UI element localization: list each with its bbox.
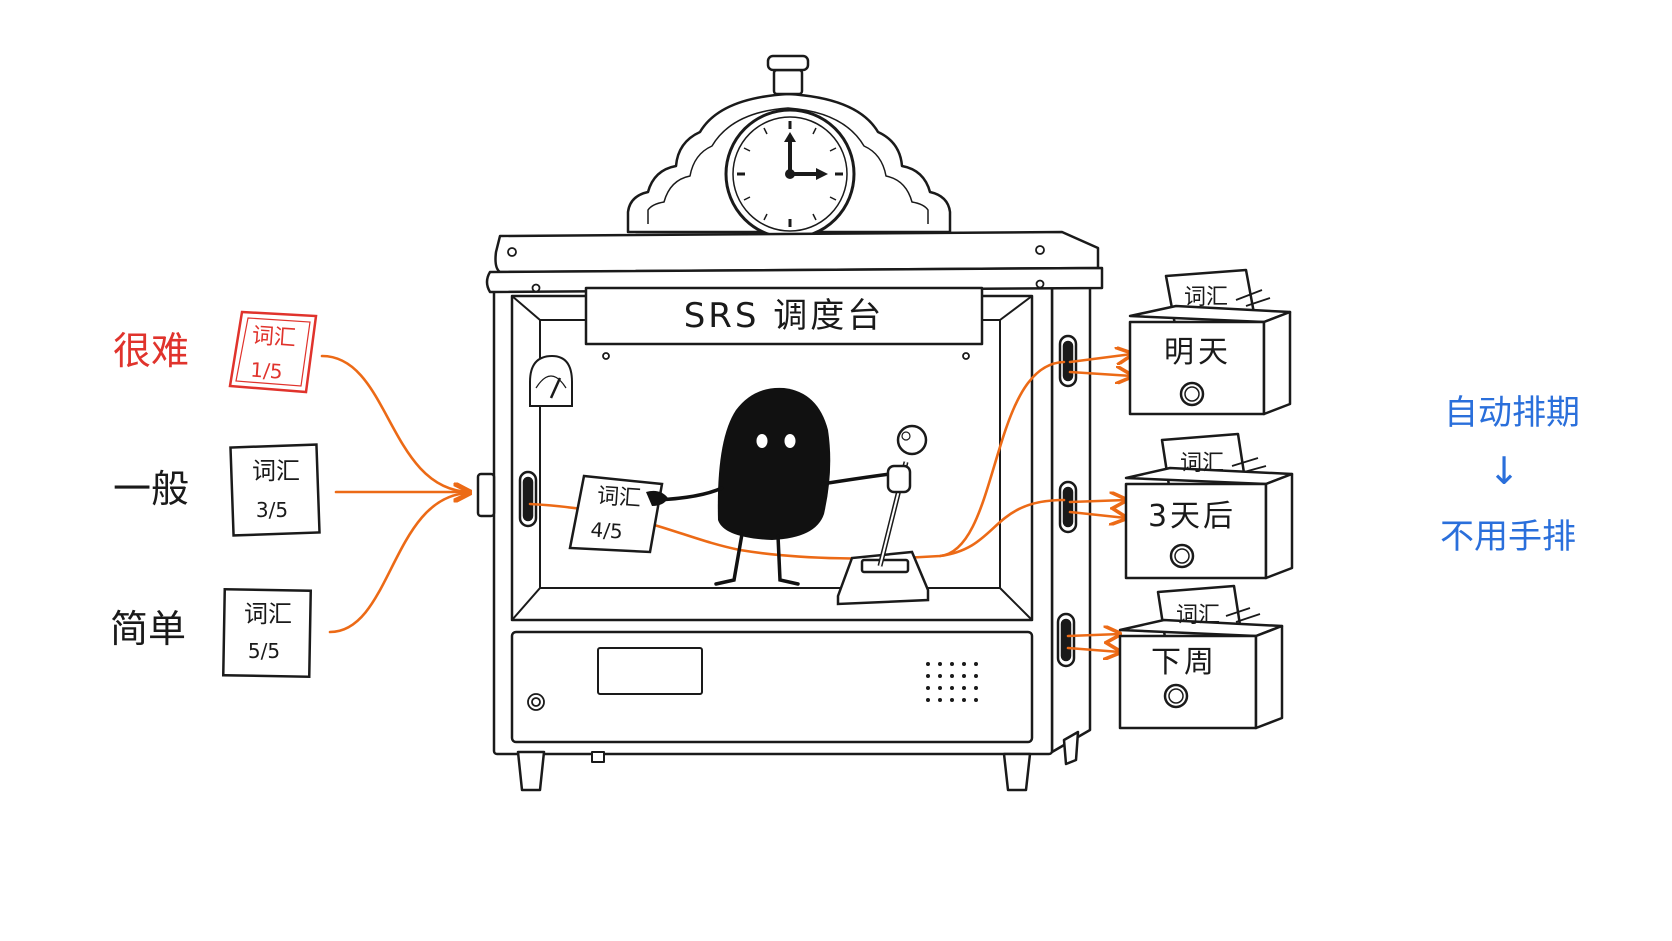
machine-title: SRS 调度台 (684, 296, 885, 336)
blob-character (654, 387, 892, 586)
blob-hand (646, 490, 668, 506)
note-line-2: 不用手排 (1440, 517, 1576, 557)
difficulty-medium-label: 一般 (113, 467, 189, 511)
lever-handle (836, 424, 930, 606)
difficulty-easy-label: 简单 (110, 607, 186, 651)
held-card-score: 4/5 (590, 517, 624, 543)
note-arrow: ↓ (1488, 449, 1520, 493)
card-medium-score: 3/5 (256, 498, 288, 522)
difficulty-hard-label: 很难 (113, 329, 189, 373)
card-medium (229, 443, 321, 537)
box-tomorrow (1128, 268, 1292, 416)
card-hard-title: 词汇 (251, 324, 297, 352)
box-three-days-label: 3天后 (1148, 499, 1236, 534)
box-next-week-card: 词汇 (1176, 603, 1220, 628)
rivets (507, 245, 1045, 711)
speaker-grille (926, 662, 978, 702)
card-hard-score: 1/5 (250, 358, 284, 384)
held-card (568, 474, 664, 554)
card-easy (221, 587, 313, 679)
box-tomorrow-label: 明天 (1164, 335, 1232, 370)
card-hard (228, 310, 318, 394)
card-medium-title: 词汇 (252, 457, 300, 485)
box-next-week (1118, 584, 1284, 730)
box-next-week-label: 下周 (1151, 645, 1217, 680)
card-easy-score: 5/5 (248, 639, 280, 663)
box-three-days-card: 词汇 (1180, 451, 1224, 476)
clock-icon (724, 108, 856, 240)
held-card-title: 词汇 (596, 484, 642, 512)
box-tomorrow-card: 词汇 (1184, 285, 1228, 310)
box-three-days (1124, 432, 1294, 580)
gauge-icon (529, 354, 573, 407)
note-line-1: 自动排期 (1444, 393, 1580, 433)
card-easy-title: 词汇 (244, 600, 292, 628)
